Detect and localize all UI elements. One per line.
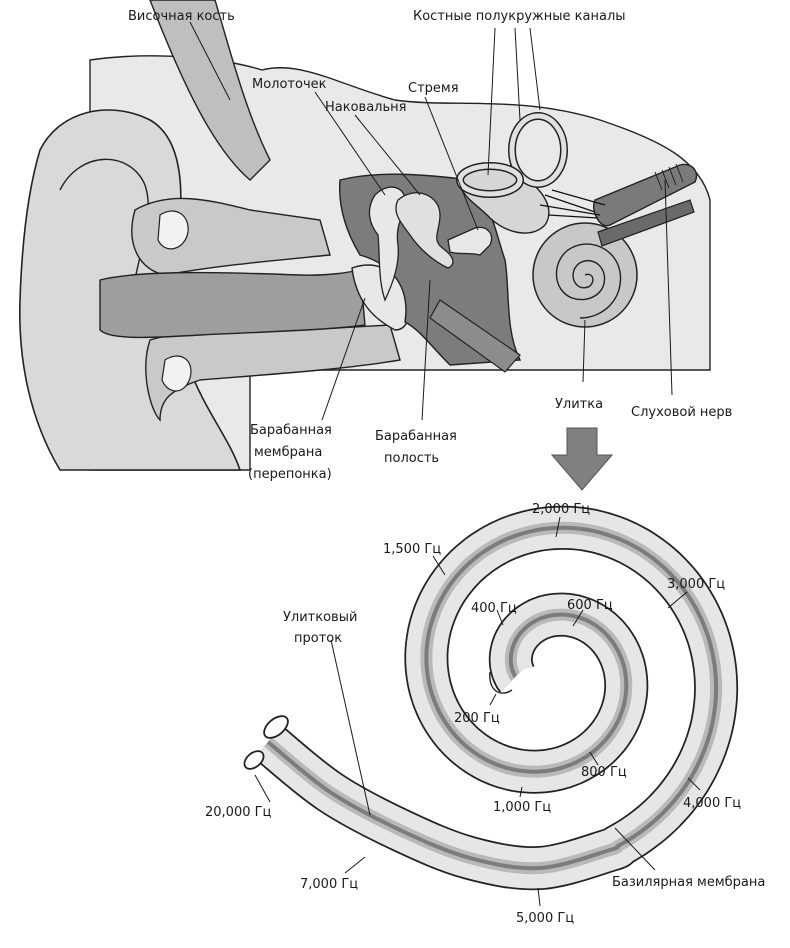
freq-label-4000: 4,000 Гц [683,796,741,811]
label-incus: Наковальня [325,100,406,115]
label-malleus: Молоточек [252,77,327,92]
stapes-bone [447,226,493,256]
label-eardrum-line2: мембрана [254,445,322,460]
freq-label-1000: 1,000 Гц [493,800,551,815]
ear-canal [99,269,366,339]
cochlea-spiral [555,243,622,319]
down-arrow-icon [550,427,614,491]
tube-opening-upper [263,715,289,739]
label-eardrum-line1: Барабанная [250,423,332,438]
freq-label-3000: 3,000 Гц [667,577,725,592]
tube-opening-lower [243,750,265,770]
bone-hole-lower [161,355,192,392]
ear-leader-lines [189,21,673,421]
label-cochlear-duct-line2: проток [294,631,342,646]
freq-label-400: 400 Гц [471,601,517,616]
freq-label-1500: 1,500 Гц [383,542,441,557]
label-eardrum-line3: (перепонка) [248,467,332,482]
spiral-apex-cap [489,671,513,694]
basilar-membrane [266,525,719,871]
frequency-labels: 2,000 Гц 1,500 Гц 3,000 Гц 400 Гц 600 Гц… [205,502,741,926]
freq-label-5000: 5,000 Гц [516,911,574,926]
freq-label-2000: 2,000 Гц [532,502,590,517]
freq-label-600: 600 Гц [567,598,613,613]
ear-text-labels: Височная кость Костные полукружные канал… [128,9,732,482]
freq-label-800: 800 Гц [581,765,627,780]
nerve-fibers [539,189,606,219]
cochlea-tube [255,507,737,889]
label-cochlea: Улитка [555,397,603,412]
semicircular-canal-2-inner [457,163,523,197]
incus-bone [395,192,454,269]
label-temporal-bone: Височная кость [128,9,235,24]
cochlea-spiral-diagram [243,505,739,891]
semicircular-canal-1-inner [509,113,567,187]
label-basilar-membrane: Базилярная мембрана [612,875,765,890]
eustachian-tube [429,299,521,373]
freq-label-7000: 7,000 Гц [300,877,358,892]
temporal-bone [149,0,271,181]
label-tympanic-cavity-line1: Барабанная [375,429,457,444]
label-auditory-nerve: Слуховой нерв [631,405,732,420]
nerve-hatching [654,163,684,191]
label-semicircular-canals: Костные полукружные каналы [413,9,626,24]
freq-label-20000: 20,000 Гц [205,805,272,820]
label-cochlear-duct-line1: Улитковый [283,610,357,625]
label-stapes: Стремя [408,81,459,96]
freq-label-200: 200 Гц [454,711,500,726]
auditory-nerve-branch [597,199,695,247]
cochlea-structure-labels: Улитковый проток Базилярная мембрана [283,610,765,890]
frequency-leader-lines [254,516,701,907]
label-tympanic-cavity-line2: полость [384,451,439,466]
bone-hole-upper [157,210,189,250]
ear-anatomy [18,0,711,471]
